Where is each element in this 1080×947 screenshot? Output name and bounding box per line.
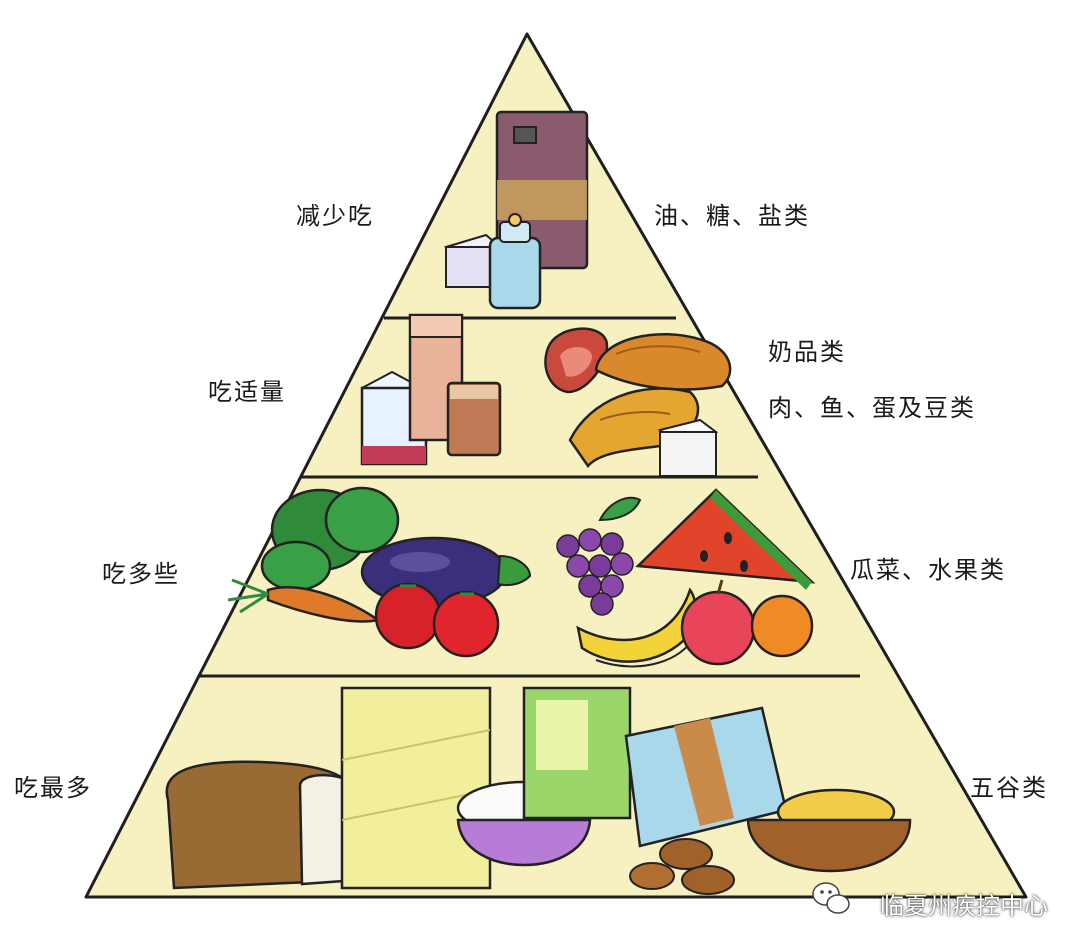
cookies-illustration (629, 838, 735, 895)
grapes-illustration (556, 496, 642, 616)
amount-label-moderate: 吃适量 (208, 378, 286, 406)
amount-label-most: 吃最多 (14, 774, 92, 802)
food-label-meat-fish-egg-beans: 肉、鱼、蛋及豆类 (768, 394, 976, 422)
cheese-cube-illustration (657, 418, 719, 477)
tomatoes-illustration (374, 582, 500, 658)
food-label-oil-sugar-salt: 油、糖、盐类 (654, 202, 810, 230)
watermelon-slice-illustration (635, 488, 816, 590)
tofu-block-illustration (446, 381, 502, 457)
salt-shaker-illustration (488, 213, 542, 310)
fish-illustration (568, 387, 700, 469)
porridge-bowl-illustration (746, 788, 912, 873)
leafy-greens-illustration (260, 486, 400, 592)
food-label-vegetables-fruits: 瓜菜、水果类 (850, 556, 1006, 584)
apple-illustration (680, 579, 756, 666)
ham-steak-illustration (544, 327, 609, 394)
bread-loaf-illustration (165, 760, 360, 890)
grain-box-illustration (522, 686, 632, 820)
amount-label-reduce: 减少吃 (296, 202, 374, 230)
watermark: 临夏州疾控中心 (880, 892, 1048, 920)
cereal-box-illustration (340, 686, 492, 890)
food-label-dairy: 奶品类 (768, 338, 846, 366)
orange-illustration (750, 594, 814, 658)
amount-label-more: 吃多些 (102, 560, 180, 588)
wechat-icon (812, 882, 850, 914)
food-label-grains: 五谷类 (970, 774, 1048, 802)
pyramid-outline (84, 32, 1028, 899)
